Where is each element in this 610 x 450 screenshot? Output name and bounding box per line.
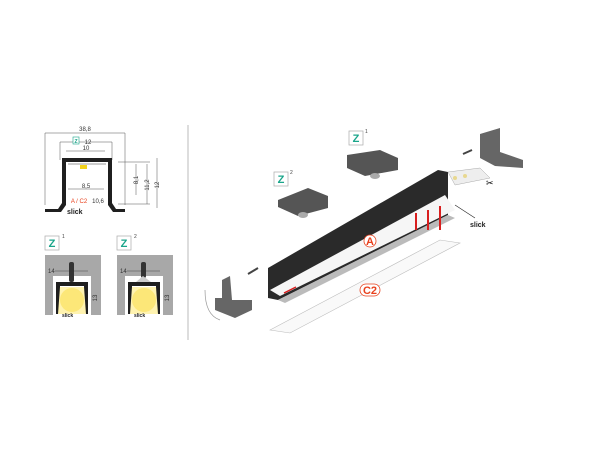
mounting-clip-1 xyxy=(347,150,398,176)
arrow-icon xyxy=(247,267,259,275)
z-icon-small: Z xyxy=(74,139,77,145)
mount-view-1: Z 1 14 13 slick xyxy=(44,234,101,319)
dim-height-inner: 8,1 xyxy=(134,175,140,184)
z-icon: Z xyxy=(49,238,56,250)
dim-height: 13 xyxy=(165,294,171,301)
cover-label: C2 xyxy=(363,285,377,297)
slick-label: slick xyxy=(470,222,486,229)
end-cap-left xyxy=(215,276,252,318)
insert-arrows xyxy=(415,206,441,230)
z-icon: Z xyxy=(353,133,360,145)
z-icon: Z xyxy=(278,174,285,186)
dim-z-width: 12 xyxy=(85,140,92,146)
led-chip xyxy=(80,165,87,169)
slick-label: slick xyxy=(134,313,145,319)
cover-label: A / C2 xyxy=(71,199,88,205)
dim-height: 13 xyxy=(93,294,99,301)
z-icon: Z xyxy=(121,238,128,250)
screw xyxy=(69,262,74,282)
arrow-icon xyxy=(283,286,297,294)
end-cap-right xyxy=(480,128,523,168)
dim-inner-bottom: 8,5 xyxy=(82,184,91,190)
slick-label: slick xyxy=(62,313,73,319)
dim-width: 14 xyxy=(48,269,55,275)
superscript: 2 xyxy=(134,234,137,240)
scissors-icon: ✂ xyxy=(486,178,494,188)
cross-section-drawing: 38,8 Z 12 10 8,5 A / C2 10,6 slick 8,1 1… xyxy=(44,127,161,216)
superscript: 2 xyxy=(290,170,293,176)
superscript: 1 xyxy=(62,234,65,240)
dim-width: 14 xyxy=(120,269,127,275)
slick-label: slick xyxy=(67,209,83,216)
profile-label: A xyxy=(366,236,374,248)
dim-height-mid: 11,2 xyxy=(145,179,151,191)
dim-height-total: 12 xyxy=(155,181,161,188)
superscript: 1 xyxy=(365,129,368,135)
screw xyxy=(141,262,146,278)
led-strip xyxy=(447,167,491,186)
mount-view-2: Z 2 14 13 slick xyxy=(116,234,173,319)
profile-section xyxy=(45,158,125,212)
dim-inner-top: 10 xyxy=(83,146,90,152)
exploded-view: Z 1 Z 2 ✂ slick A C2 xyxy=(204,128,523,334)
mounting-clip-2 xyxy=(278,188,328,216)
dim-cover-width: 10,6 xyxy=(92,199,104,205)
dim-total-width: 38,8 xyxy=(79,127,91,133)
